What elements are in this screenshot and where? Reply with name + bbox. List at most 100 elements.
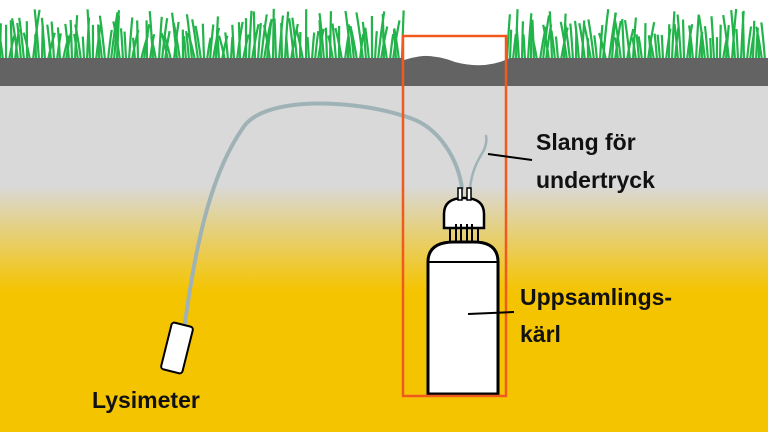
- grass-blade: [46, 24, 53, 61]
- grass-blade: [271, 8, 275, 61]
- grass-blade: [191, 19, 200, 61]
- grass-blade: [40, 17, 47, 61]
- grass-blade: [331, 23, 338, 61]
- grass-blade: [170, 12, 179, 61]
- grass-blade: [273, 18, 278, 61]
- grass-blade: [673, 23, 680, 61]
- grass-blade: [64, 23, 71, 61]
- collection-vessel: [426, 187, 500, 396]
- grass-blade: [283, 11, 290, 61]
- grass-blade: [635, 34, 641, 61]
- grass-blade: [697, 15, 707, 61]
- grass-blade: [709, 37, 713, 61]
- grass-blade: [569, 23, 575, 61]
- grass-blade: [106, 29, 113, 61]
- sampler-frame: [401, 34, 508, 398]
- grass-blade: [327, 35, 335, 61]
- grass-blade: [388, 33, 395, 61]
- grass-blade: [109, 12, 119, 61]
- grass-blade: [97, 24, 101, 61]
- grass-blade: [694, 14, 700, 61]
- grass-blade: [597, 32, 608, 61]
- grass-blade: [530, 35, 539, 61]
- grass-blade: [741, 11, 746, 61]
- grass-blade: [631, 37, 638, 61]
- grass-blade: [508, 29, 513, 61]
- grass-blade: [265, 18, 273, 61]
- grass-blade: [119, 28, 125, 61]
- grass-blade: [381, 35, 389, 61]
- grass-blade: [718, 24, 722, 61]
- grass-blade: [231, 24, 236, 61]
- vacuum-hose: [468, 134, 488, 190]
- grass-blade: [252, 11, 257, 61]
- grass-blade: [745, 26, 753, 61]
- hose-label-line2: undertryck: [536, 167, 655, 193]
- grass-blade: [582, 23, 593, 61]
- grass-blade: [33, 9, 41, 61]
- grass-blade: [185, 30, 191, 61]
- grass-blade: [526, 13, 533, 61]
- grass-blade: [259, 14, 268, 61]
- lysimeter-probe: [160, 321, 194, 375]
- grass-blade: [16, 22, 23, 61]
- grass-blade: [186, 32, 197, 61]
- grass-blade: [18, 17, 26, 61]
- soil-layer: [0, 80, 768, 432]
- vessel-label-line1: Uppsamlings-: [520, 284, 672, 310]
- grass-blade: [393, 28, 401, 61]
- grass-blade: [9, 20, 14, 61]
- grass-blade: [217, 35, 227, 61]
- grass-blade: [637, 36, 644, 61]
- grass-blade: [288, 18, 296, 61]
- grass-blade: [112, 21, 122, 61]
- grass-blade: [98, 15, 107, 61]
- grass-blade: [247, 10, 253, 61]
- hose-leader-line: [487, 153, 533, 161]
- grass-blade: [310, 32, 316, 61]
- grass-blade: [559, 21, 569, 61]
- grass-blade: [56, 27, 62, 61]
- soil-gap: [404, 40, 506, 62]
- grass-blade: [593, 35, 599, 61]
- grass-blade: [163, 35, 173, 61]
- grass-blade: [688, 25, 695, 61]
- grass-blade: [755, 26, 764, 61]
- grass-blade: [306, 36, 311, 61]
- grass-blade: [237, 22, 242, 61]
- grass-blade: [150, 36, 158, 61]
- grass-blade: [127, 17, 134, 61]
- grass-blade: [646, 21, 656, 61]
- grass-blade: [215, 29, 221, 61]
- grass-blade: [160, 32, 170, 61]
- grass-blade: [69, 19, 74, 61]
- grass-blade: [74, 24, 83, 61]
- grass-blade: [751, 20, 756, 61]
- grass-blade: [81, 36, 86, 61]
- grass-blade: [344, 10, 353, 61]
- grass-blade: [613, 19, 623, 61]
- vessel-body: [426, 240, 500, 396]
- grass-blade: [722, 14, 731, 61]
- grass-blade: [381, 13, 386, 61]
- grass-blade: [670, 11, 676, 61]
- grass-blade: [295, 28, 305, 61]
- grass-blade: [256, 22, 262, 61]
- grass-blade: [656, 34, 662, 61]
- grass-blade: [573, 20, 581, 61]
- grass-blade: [262, 24, 272, 61]
- grass-blade: [115, 15, 121, 61]
- grass-blade: [631, 17, 637, 61]
- grass-blade: [86, 9, 92, 61]
- grass-blade: [580, 20, 586, 61]
- grass-blade: [328, 11, 333, 61]
- grass-blade: [703, 25, 710, 61]
- grass-blade: [97, 29, 104, 61]
- grass-blade: [285, 36, 290, 61]
- grass-blade: [73, 33, 80, 61]
- vessel-leader-line: [467, 311, 515, 315]
- grass-blade: [647, 35, 656, 61]
- grass-layer: [0, 8, 767, 61]
- grass-blade: [73, 15, 79, 61]
